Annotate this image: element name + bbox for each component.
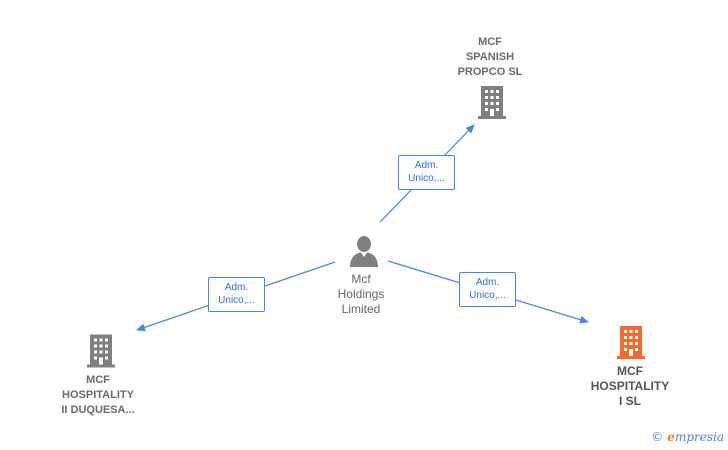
edge-label-left[interactable]: Adm. Unico,...	[208, 277, 265, 312]
node-label-line: MCF	[86, 374, 110, 386]
edge-label-line: Unico,...	[469, 290, 506, 301]
node-label-line: MCF	[478, 36, 502, 48]
edge-label-line: Adm.	[224, 282, 249, 293]
edge-label-top[interactable]: Adm. Unico,...	[398, 155, 455, 190]
brand-name: mpresia	[674, 430, 724, 444]
copyright-symbol: ©	[651, 430, 664, 444]
node-label-right[interactable]: MCF HOSPITALITY I SL	[580, 364, 680, 409]
node-label-left[interactable]: MCF HOSPITALITY II DUQUESA...	[48, 373, 148, 418]
node-label-line: I SL	[618, 394, 641, 408]
building-icon[interactable]	[615, 325, 647, 360]
node-label-line: HOSPITALITY	[62, 389, 134, 401]
node-label-line: II DUQUESA...	[61, 404, 135, 416]
building-icon[interactable]	[85, 334, 117, 368]
node-label-line: MCF	[617, 364, 643, 378]
edge-label-right[interactable]: Adm. Unico,...	[459, 272, 516, 307]
node-label-line: HOSPITALITY	[590, 379, 670, 393]
brand-logo: ©empresia	[651, 430, 724, 444]
node-label-line: Limited	[341, 302, 381, 316]
node-label-line: Mcf	[351, 272, 371, 286]
node-label-center[interactable]: Mcf Holdings Limited	[311, 272, 411, 317]
node-label-line: PROPCO SL	[457, 66, 523, 78]
node-label-top[interactable]: MCF SPANISH PROPCO SL	[440, 35, 540, 80]
edge-label-line: Adm.	[475, 277, 500, 288]
edge-label-line: Unico,...	[218, 295, 255, 306]
edge-label-line: Unico,...	[408, 173, 445, 184]
node-label-line: SPANISH	[465, 51, 515, 63]
building-icon[interactable]	[476, 86, 508, 119]
brand-first-letter: e	[667, 430, 675, 444]
node-label-line: Holdings	[337, 287, 385, 301]
edge-label-line: Adm.	[414, 160, 439, 171]
person-icon[interactable]	[347, 235, 381, 267]
